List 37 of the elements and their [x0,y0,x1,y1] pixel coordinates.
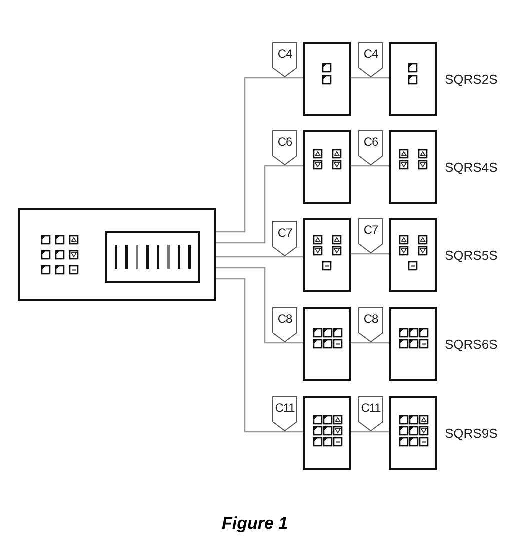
cable-line [351,165,389,167]
cable-tag: C11 [272,396,298,432]
cable-line [351,431,389,433]
model-label: SQRS2S [445,72,498,87]
cable-tag: C7 [272,221,298,257]
keypad-drawing [303,307,351,381]
keypad-drawing [389,42,437,116]
keypad-drawing [389,218,437,292]
figure-caption: Figure 1 [222,514,288,534]
model-label: SQRS5S [445,248,498,263]
cable-tag: C8 [358,307,384,343]
keypad-drawing [389,396,437,470]
model-label: SQRS9S [445,426,498,441]
keypad-drawing [303,218,351,292]
cable-line [351,342,389,344]
cable-tag: C7 [358,218,384,254]
control-unit-drawing [18,208,216,301]
cable-line [351,77,389,79]
cable-tag: C4 [358,42,384,78]
keypad-drawing [389,130,437,204]
cable-line [216,278,303,433]
cable-line [216,267,303,344]
cable-tag: C6 [272,130,298,166]
cable-tag: C4 [272,42,298,78]
cable-line [216,165,303,244]
cable-line [216,256,303,258]
keypad-drawing [303,130,351,204]
model-label: SQRS4S [445,160,498,175]
keypad-drawing [303,396,351,470]
keypad-drawing [303,42,351,116]
cable-tag: C11 [358,396,384,432]
model-label: SQRS6S [445,337,498,352]
cable-tag: C8 [272,307,298,343]
keypad-drawing [389,307,437,381]
cable-line [216,77,303,233]
cable-tag: C6 [358,130,384,166]
cable-line [351,253,389,255]
